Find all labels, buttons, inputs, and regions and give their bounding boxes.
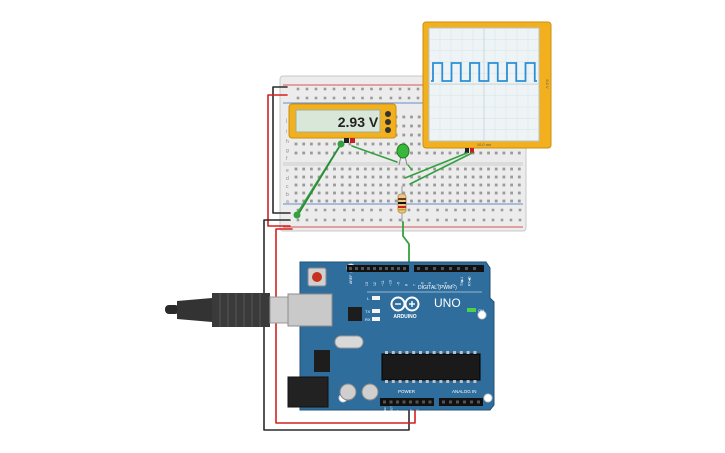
- row-letter-b: b: [286, 192, 289, 198]
- wire-green-led[interactable]: [351, 145, 398, 163]
- row-letter-c: c: [286, 184, 289, 190]
- oscilloscope-time-label: 10.0 ms: [477, 142, 491, 147]
- analog-label: ANALOG IN: [452, 389, 477, 394]
- wire-red-rail[interactable]: [267, 94, 291, 227]
- digital-pin-label: 8: [405, 284, 409, 286]
- oscilloscope-trace: [431, 62, 537, 82]
- multimeter-mode-v-knob[interactable]: [385, 111, 391, 117]
- power-pin-label: RESET: [390, 406, 394, 416]
- usb-b-socket[interactable]: [287, 293, 333, 327]
- led-on-label: ON: [478, 308, 484, 313]
- digital-pin-label: 7: [412, 284, 416, 286]
- wire-green-meter-b[interactable]: [297, 143, 342, 216]
- analog-pin-label: A4: [470, 411, 474, 415]
- row-letter-f: f: [286, 156, 288, 162]
- analog-pin-label: A0: [442, 411, 446, 415]
- atmega-chip: [381, 353, 481, 381]
- row-letter-e: e: [286, 168, 289, 174]
- oscilloscope-neg-probe[interactable]: [465, 148, 469, 153]
- voltage-regulator: [314, 350, 330, 372]
- power-pin-label: IOREF: [383, 407, 387, 416]
- digital-pin-label: TX▶1: [460, 277, 464, 286]
- atmega-chip-pins: [385, 351, 477, 383]
- power-header[interactable]: [380, 398, 434, 406]
- power-pin-label: GND: [416, 409, 420, 417]
- analog-pin-label: A2: [456, 411, 460, 415]
- digital-header-left[interactable]: [347, 265, 409, 272]
- digital-pin-label: ~5: [428, 282, 432, 286]
- wire-black-rail[interactable]: [272, 86, 291, 214]
- analog-header[interactable]: [439, 398, 483, 406]
- resistor[interactable]: [397, 186, 407, 222]
- led-tx: [372, 309, 380, 313]
- power-pin-label: Vin: [422, 411, 426, 416]
- digital-label: DIGITAL (PWM~): [418, 285, 457, 291]
- digital-pin-label: RX◀0: [468, 276, 472, 286]
- row-letter-i: i: [286, 129, 287, 135]
- arduino-model: UNO: [434, 296, 461, 310]
- multimeter-mode-a-knob[interactable]: [385, 127, 391, 133]
- led-rx: [372, 317, 380, 321]
- oscilloscope[interactable]: 10.0 ms 5.0 V: [422, 21, 552, 153]
- oscilloscope-pos-probe[interactable]: [470, 148, 474, 153]
- wire-green-led-short[interactable]: [407, 164, 413, 171]
- oscilloscope-volt-label: 5.0 V: [545, 79, 550, 89]
- capacitor-1: [339, 383, 357, 401]
- digital-pin-label: ~6: [420, 282, 424, 286]
- row-letter-g: g: [286, 148, 289, 154]
- row-letter-h: h: [286, 139, 289, 145]
- digital-pin-label: ~3: [444, 282, 448, 286]
- multimeter[interactable]: 2.93 V: [288, 103, 397, 143]
- oscilloscope-grid: [429, 28, 539, 141]
- multimeter-mode-r-knob[interactable]: [385, 119, 391, 125]
- led-tx-label: TX: [365, 309, 370, 314]
- row-letter-d: d: [286, 176, 289, 182]
- wire-red-5v[interactable]: [275, 228, 416, 424]
- digital-pin-label: 13: [365, 282, 369, 286]
- arduino-logo-icon: [390, 296, 420, 312]
- green-led[interactable]: [396, 143, 410, 166]
- usb-chip: [348, 307, 362, 321]
- digital-pin-label: 4: [436, 284, 440, 286]
- digital-pin-label: 12: [373, 282, 377, 286]
- digital-pin-label: ~11: [381, 280, 385, 286]
- multimeter-com-probe[interactable]: [344, 138, 349, 143]
- wire-green-scope-1[interactable]: [404, 152, 468, 179]
- wire-junction-rail[interactable]: [293, 211, 301, 219]
- multimeter-v-probe[interactable]: [350, 138, 355, 143]
- led-rx-label: RX: [365, 317, 371, 322]
- multimeter-reading: 2.93 V: [338, 114, 379, 130]
- reset-button-cap[interactable]: [312, 272, 322, 282]
- power-jack[interactable]: [287, 376, 329, 408]
- wire-junction-meter[interactable]: [337, 140, 345, 148]
- capacitor-2: [361, 383, 379, 401]
- led-on: [467, 308, 476, 312]
- wire-green-scope-2[interactable]: [409, 152, 473, 185]
- digital-pin-label: 2: [452, 284, 456, 286]
- arduino-brand: ARDUINO: [393, 314, 416, 320]
- row-letter-a: a: [286, 199, 289, 205]
- analog-pin-label: A1: [449, 411, 453, 415]
- power-pin-label: 5V: [403, 412, 407, 416]
- digital-pin-label: ~10: [389, 280, 393, 286]
- usb-cable[interactable]: [165, 293, 303, 327]
- power-label: POWER: [398, 389, 416, 394]
- power-pin-label: 3.3V: [396, 410, 400, 416]
- analog-pin-label: A3: [463, 411, 467, 415]
- crystal: [334, 335, 364, 349]
- wire-green-pin[interactable]: [402, 221, 410, 269]
- digital-pin-label: ~9: [397, 282, 401, 286]
- row-letter-j: j: [285, 118, 287, 124]
- power-pin-label: GND: [409, 409, 413, 417]
- arduino-uno[interactable]: L TX RX ON ARDUINO UNO AREF 13 12 ~11 ~10 ~9…: [287, 261, 495, 416]
- aref-label: AREF: [349, 275, 353, 284]
- led-l-label: L: [367, 296, 370, 301]
- led-l: [372, 296, 380, 300]
- analog-pin-label: A5: [477, 411, 481, 415]
